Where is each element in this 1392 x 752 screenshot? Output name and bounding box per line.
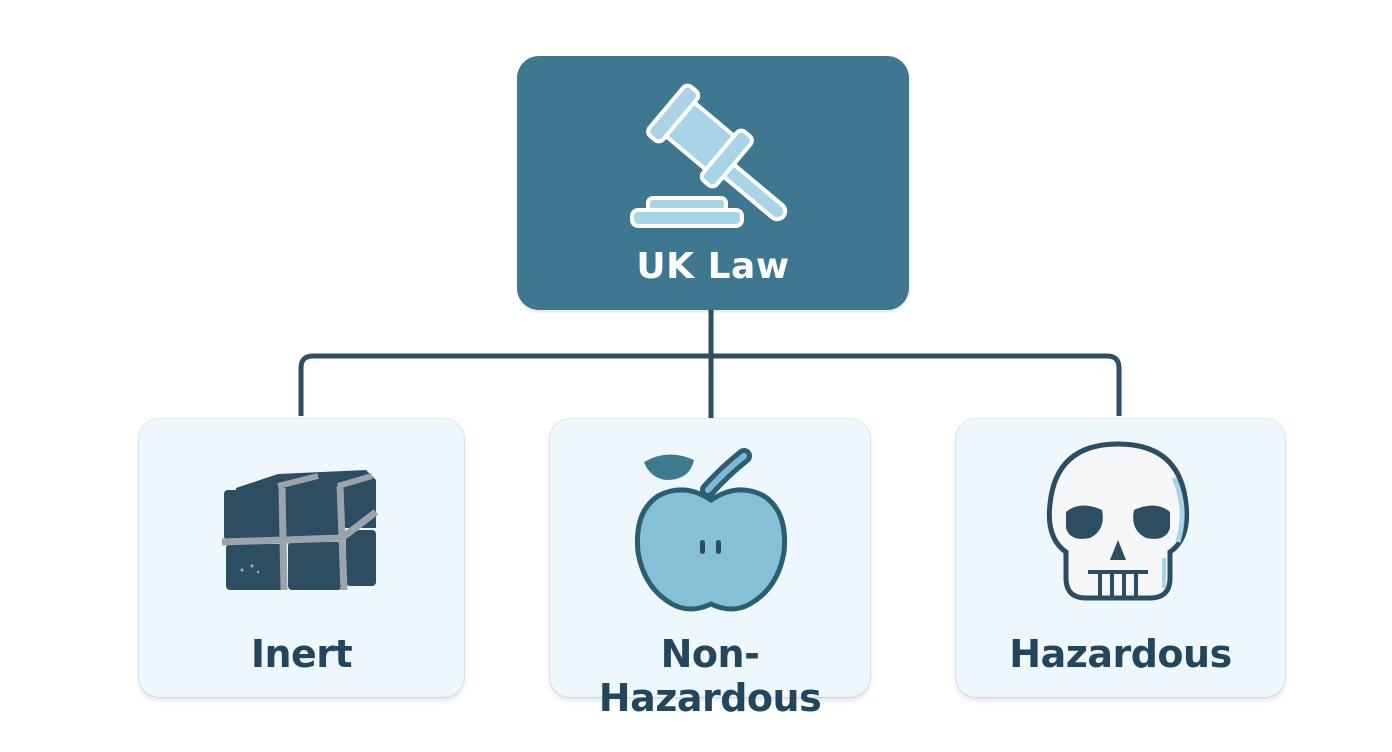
child-label-hazardous: Hazardous <box>1009 632 1232 676</box>
skull-icon <box>1046 441 1190 601</box>
child-label-inert: Inert <box>250 632 353 676</box>
bricks-icon <box>221 470 379 591</box>
gavel-icon <box>630 83 788 228</box>
child-label-non-hazardous: Non-Hazardous <box>598 632 822 720</box>
apple-icon <box>634 448 788 612</box>
root-label: UK Law <box>636 246 790 287</box>
